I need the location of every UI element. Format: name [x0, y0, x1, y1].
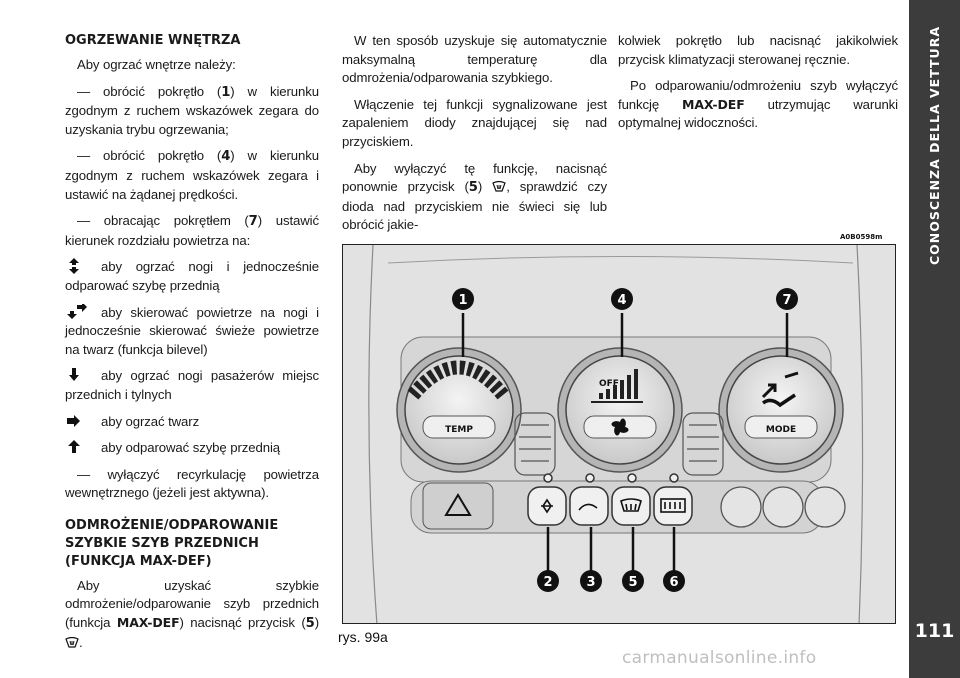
step-4: — wyłączyć recyrkulację powietrza wewnęt…: [65, 466, 319, 501]
heading-maxdef: ODMROŻENIE/ODPAROWANIE SZYBKIE SZYB PRZE…: [65, 517, 279, 569]
col3-para-1: kolwiek pokrętło lub nacisnąć jakikolwie…: [618, 33, 898, 67]
callout-7: 7: [782, 293, 791, 308]
vents: [514, 412, 724, 476]
option-bilevel: aby skierować powietrze na nogi i jednoc…: [65, 303, 319, 360]
column-2: W ten sposób uzyskuje się automatycznie …: [342, 32, 607, 243]
callout-6: 6: [669, 575, 678, 590]
callouts: 1 4 7 2 3 5 6: [452, 288, 798, 592]
column-1: OGRZEWANIE WNĘTRZA Aby ogrzać wnętrze na…: [65, 32, 319, 660]
col2-para-1: W ten sposób uzyskuje się automatycznie …: [342, 33, 607, 86]
svg-text:MODE: MODE: [766, 425, 796, 435]
step-1: — obrócić pokrętło (1) w kierunku zgodny…: [65, 83, 319, 137]
fan-knob: OFF: [557, 347, 683, 473]
bilevel-icon: [67, 303, 87, 319]
option-windshield: aby odparować szybę przednią: [65, 439, 319, 458]
svg-text:TEMP: TEMP: [445, 425, 473, 435]
col2-para-3: Aby wyłączyć tę funkcję, nacisnąć ponown…: [342, 160, 607, 233]
temp-knob: TEMP: [396, 347, 522, 473]
option-feet-windshield: aby ogrzać nogi i jednocześnie odparować…: [65, 258, 319, 293]
step-3: — obracając pokrętłem (7) ustawić kierun…: [65, 213, 319, 248]
column-3: kolwiek pokrętło lub nacisnąć jakikolwie…: [618, 32, 898, 141]
windshield-icon: [68, 440, 80, 454]
callout-1: 1: [458, 293, 467, 308]
hazard-button: [422, 482, 494, 530]
intro-para: Aby ogrzać wnętrze należy:: [77, 57, 236, 72]
step-2: — obrócić pokrętło (4) w kierunku zgodny…: [65, 148, 319, 202]
option-feet: aby ogrzać nogi pasażerów miejsc przedni…: [65, 368, 319, 402]
mode-knob: MODE: [718, 347, 844, 473]
section-title: CONOSCENZA DELLA VETTURA: [927, 25, 942, 265]
climate-panel-illustration: TEMP OFF MODE: [343, 245, 895, 623]
defrost-icon: [65, 636, 79, 648]
figure-caption: rys. 99a: [338, 629, 388, 645]
svg-text:OFF: OFF: [599, 379, 619, 389]
round-switches: [720, 486, 846, 528]
callout-3: 3: [586, 575, 595, 590]
figure-code: A0B0598m: [840, 233, 883, 241]
feet-icon: [69, 368, 79, 382]
face-icon: [67, 414, 80, 427]
page-number: 111: [914, 620, 955, 642]
heading-heating: OGRZEWANIE WNĘTRZA: [65, 33, 241, 48]
callout-2: 2: [543, 575, 552, 590]
callout-4: 4: [617, 293, 626, 308]
sidebar-band: [909, 0, 960, 678]
col3-para-2: Po odparowaniu/odmrożeniu szyb wyłączyć …: [618, 78, 898, 131]
feet-windshield-icon: [69, 258, 79, 275]
section-title-wrap: CONOSCENZA DELLA VETTURA: [909, 0, 960, 290]
callout-5: 5: [628, 575, 637, 590]
watermark: carmanualsonline.info: [622, 648, 817, 668]
defrost-icon: [492, 181, 506, 192]
maxdef-para: Aby uzyskać szybkie odmrożenie/odparowan…: [65, 577, 319, 650]
climate-panel-figure: TEMP OFF MODE: [342, 244, 896, 624]
option-face: aby ogrzać twarz: [65, 413, 319, 432]
col2-para-2: Włączenie tej funkcji sygnalizowane jest…: [342, 96, 607, 149]
